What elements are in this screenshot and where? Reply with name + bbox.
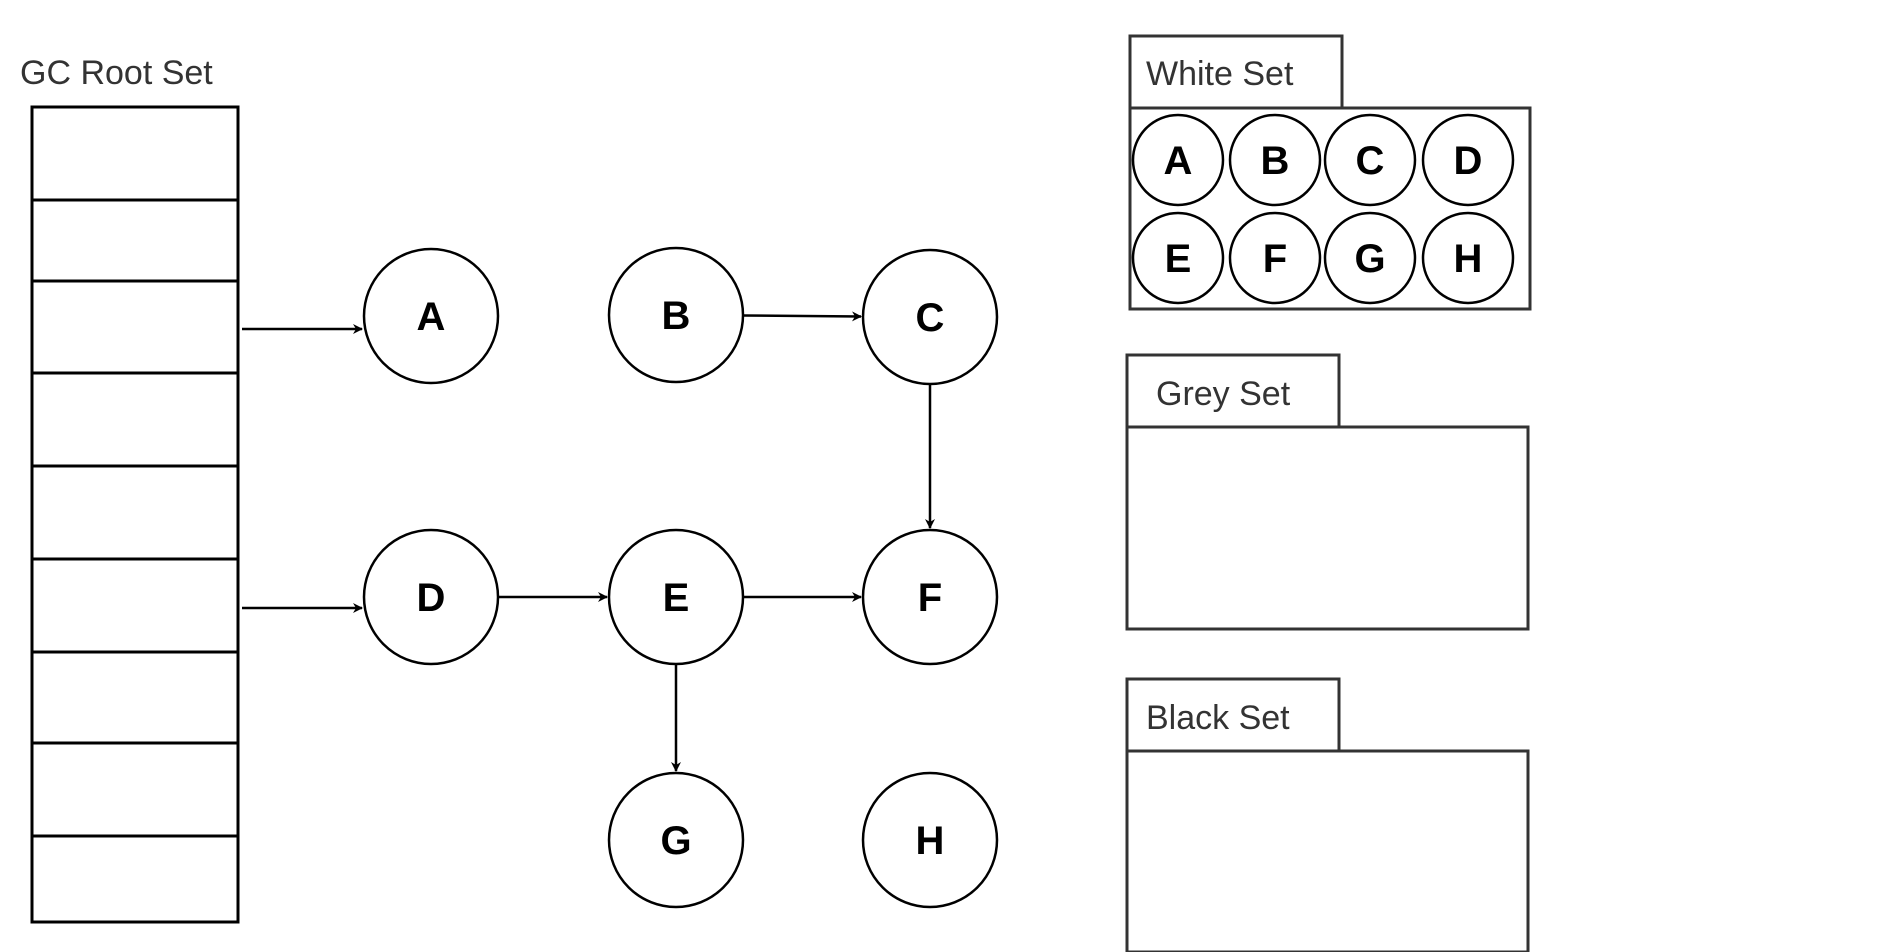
object-node-h: H [861,771,999,909]
root-set-stack [30,105,240,924]
object-circle [607,246,745,384]
white-member-c: C [1323,113,1417,207]
root-slot [30,650,240,745]
white-member-h: H [1421,211,1515,305]
object-circle [861,528,999,666]
member-label: F [1263,237,1287,281]
member-label: D [1454,139,1483,183]
white-member-g: G [1323,211,1417,305]
member-circle [1131,211,1225,305]
black-set-tab [1125,677,1341,753]
object-label: B [662,294,691,338]
object-circle [861,771,999,909]
heap-objects: A B C D E F G H [362,246,999,909]
object-node-g: G [607,771,745,909]
grey-set-tab [1125,353,1341,429]
member-circle [1228,113,1322,207]
member-circle [1323,113,1417,207]
object-label: C [916,296,945,340]
white-set-tab [1128,34,1344,110]
object-label: D [417,576,446,620]
object-node-d: D [362,528,500,666]
root-set-title: GC Root Set [20,54,213,92]
object-node-a: A [362,247,500,385]
object-label: G [660,819,691,863]
grey-set: Grey Set [1125,353,1530,631]
root-slot [30,198,240,283]
object-label: E [663,576,690,620]
white-member-b: B [1228,113,1322,207]
object-circle [607,771,745,909]
member-label: H [1454,237,1483,281]
root-slot [30,834,240,924]
member-label: A [1164,139,1193,183]
member-circle [1131,113,1225,207]
root-slot [30,371,240,468]
reference-edges [242,311,935,772]
black-set-box [1125,749,1530,952]
white-set-title: White Set [1146,55,1294,93]
object-circle [362,247,500,385]
object-node-b: B [607,246,745,384]
object-label: H [916,819,945,863]
root-slot [30,105,240,202]
white-member-e: E [1131,211,1225,305]
object-label: A [417,295,446,339]
member-label: E [1165,237,1192,281]
root-slot [30,741,240,838]
white-member-f: F [1228,211,1322,305]
black-set: Black Set [1125,677,1530,952]
member-circle [1421,113,1515,207]
member-circle [1323,211,1417,305]
object-node-e: E [607,528,745,666]
root-slot [30,557,240,654]
white-member-d: D [1421,113,1515,207]
object-node-c: C [861,248,999,386]
member-circle [1228,211,1322,305]
white-set: White Set A B C D E F G H [1128,34,1532,311]
member-label: C [1356,139,1385,183]
object-circle [362,528,500,666]
object-circle [607,528,745,666]
member-label: B [1261,139,1290,183]
grey-set-title: Grey Set [1156,375,1291,413]
member-label: G [1354,237,1385,281]
white-set-members: A B C D E F G H [1131,113,1515,305]
root-slot [30,464,240,561]
edge-b-to-c [742,311,863,322]
black-set-title: Black Set [1146,699,1290,737]
white-member-a: A [1131,113,1225,207]
root-slot [30,279,240,375]
grey-set-box [1125,425,1530,631]
member-circle [1421,211,1515,305]
object-node-f: F [861,528,999,666]
object-label: F [918,576,942,620]
object-circle [861,248,999,386]
